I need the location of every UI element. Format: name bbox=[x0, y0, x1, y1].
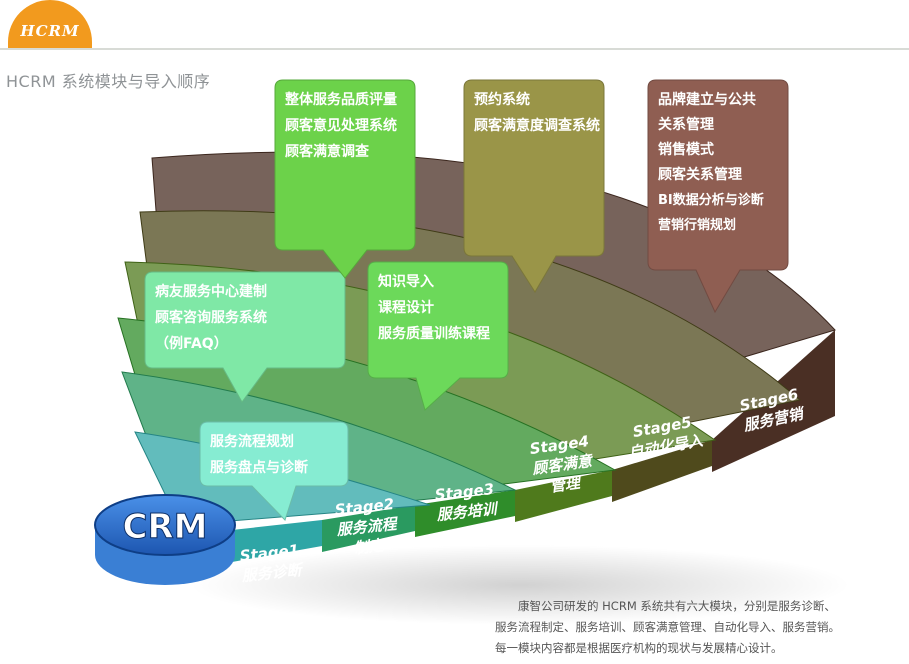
box-stage6-line-1: 品牌建立与公共 bbox=[658, 91, 756, 108]
ring-side-stage5 bbox=[612, 440, 712, 502]
box-stage4-bubble bbox=[274, 79, 416, 279]
box-stage2-line-2: 顾客咨询服务系统 bbox=[155, 309, 267, 326]
page-title: HCRM 系统模块与导入顺序 bbox=[6, 72, 211, 91]
ring-side-stage1 bbox=[232, 520, 322, 562]
box-stage2-line-1: 病友服务中心建制 bbox=[155, 283, 267, 300]
stage2-title-2: 制定 bbox=[353, 536, 387, 557]
box-stage3-line-3: 服务质量训练课程 bbox=[378, 325, 490, 342]
box-stage3-line-2: 课程设计 bbox=[378, 299, 434, 316]
box-stage3-line-1: 知识导入 bbox=[378, 273, 434, 290]
box-stage5-line-2: 顾客满意度调查系统 bbox=[474, 117, 600, 134]
box-stage6-line-6: 营销行销规划 bbox=[658, 217, 736, 233]
box-stage6-bubble bbox=[647, 79, 789, 314]
description-line-1: 康智公司研发的 HCRM 系统共有六大模块，分别是服务诊断、 bbox=[518, 599, 836, 613]
box-stage2-line-3: （例FAQ） bbox=[155, 335, 228, 352]
description: 康智公司研发的 HCRM 系统共有六大模块，分别是服务诊断、 服务流程制定、服务… bbox=[495, 596, 895, 659]
stage4-title-2: 管理 bbox=[549, 473, 584, 495]
box-stage1-line-1: 服务流程规划 bbox=[210, 433, 294, 450]
box-stage3-bubble bbox=[367, 261, 509, 411]
box-stage6-line-2: 关系管理 bbox=[658, 116, 714, 133]
box-stage1-bubble bbox=[199, 421, 349, 521]
box-stage6-line-4: 顾客关系管理 bbox=[658, 166, 742, 183]
box-stage1-line-2: 服务盘点与诊断 bbox=[210, 459, 308, 476]
box-stage4-line-1: 整体服务品质评量 bbox=[284, 91, 397, 108]
box-stage5-line-1: 预约系统 bbox=[474, 91, 530, 108]
ground-shadow bbox=[190, 545, 850, 625]
logo-text: HCRM bbox=[20, 22, 80, 40]
box-stage6-line-3: 销售模式 bbox=[658, 141, 714, 158]
description-line-3: 每一模块内容都是根据医疗机构的现状与发展精心设计。 bbox=[495, 641, 783, 655]
description-line-2: 服务流程制定、服务培训、顾客满意管理、自动化导入、服务营销。 bbox=[495, 620, 840, 634]
hub-label: CRM bbox=[123, 507, 208, 547]
ring-side-stage4 bbox=[515, 470, 612, 522]
box-stage6-line-5: BI数据分析与诊断 bbox=[658, 192, 764, 208]
box-stage5-bubble bbox=[463, 79, 605, 293]
header-divider bbox=[0, 48, 909, 50]
ring-side-stage3 bbox=[415, 490, 515, 537]
box-stage4-line-3: 顾客满意调查 bbox=[285, 143, 370, 160]
crm-hub: CRM bbox=[94, 494, 236, 585]
box-stage4-line-2: 顾客意见处理系统 bbox=[285, 117, 397, 134]
ring-side-stage2 bbox=[322, 505, 415, 552]
hub-top bbox=[94, 494, 236, 556]
